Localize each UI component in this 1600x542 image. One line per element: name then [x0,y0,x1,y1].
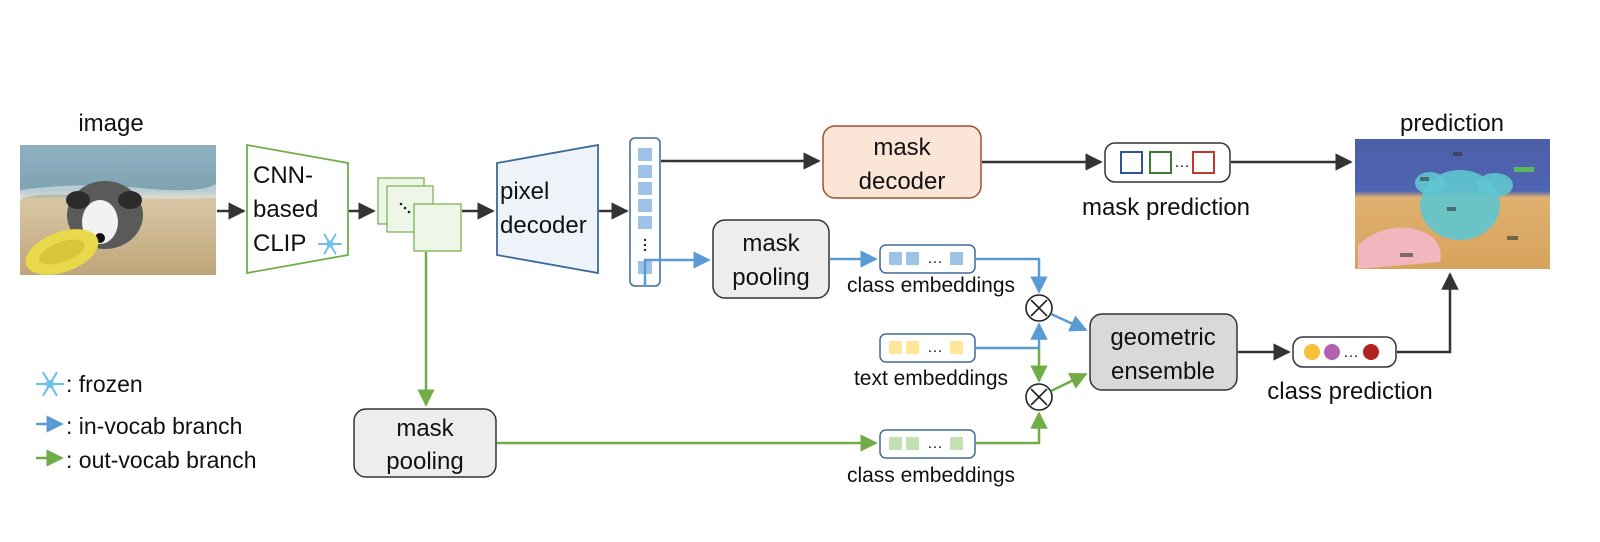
mask-decoder [822,125,982,199]
class-prediction-label: class prediction [1267,378,1432,405]
arrow-multiply-top-to-ensemble [1050,312,1088,332]
legend-frozen: : frozen [66,371,143,397]
class-prediction: … [1292,336,1397,368]
mask-pooling-bottom-label-2: pooling [386,448,463,475]
class-embeddings-bottom: … [879,429,976,459]
mask-prediction: … [1104,142,1231,183]
prediction-image [1355,139,1550,269]
mask-pooling-top-label-1: mask [742,230,800,257]
multiply-icon [1025,383,1053,411]
input-image [20,145,216,275]
arrow-class-prediction-to-output [1397,272,1459,354]
text-embeddings: … [879,333,976,363]
pixel-decoder [496,143,599,275]
clip-label-1: CNN- [253,162,313,189]
pixel-decoder-label-2: decoder [500,212,587,239]
clip-label-2: based [253,196,318,223]
image-title: image [78,110,143,137]
arrow-multiply-bottom-to-ensemble [1050,372,1088,393]
mask-decoder-label-1: mask [873,134,931,161]
mask-pooling-top [712,219,830,299]
class-embeddings-top: … [879,244,976,274]
text-embeddings-ellipsis: … [927,339,943,356]
mask-decoder-label-2: decoder [859,168,946,195]
legend: : frozen : in-vocab branch : out-vocab b… [35,371,257,473]
arrow-class-embeddings-bottom-to-multiply [976,411,1048,445]
geometric-ensemble [1089,313,1238,391]
mask-prediction-ellipsis: … [1174,154,1190,171]
geometric-ensemble-label-2: ensemble [1111,358,1215,385]
snowflake-icon [318,233,342,255]
prediction-title: prediction [1400,110,1504,137]
mask-embedding-column [629,137,661,287]
snowflake-icon [35,371,65,397]
class-embeddings-bottom-ellipsis: … [927,435,943,452]
multiscale-features [377,177,462,252]
clip-encoder [246,143,349,275]
mask-prediction-label: mask prediction [1082,194,1250,221]
pixel-decoder-label-1: pixel [500,178,549,205]
arrow-masks-to-mask-pooling [643,251,711,286]
geometric-ensemble-label-1: geometric [1110,324,1215,351]
class-embeddings-top-ellipsis: … [927,250,943,267]
clip-label-3: CLIP [253,230,306,257]
class-embeddings-bottom-label: class embeddings [847,464,1015,487]
text-embeddings-label: text embeddings [854,367,1008,390]
mask-pooling-bottom-label-1: mask [396,415,454,442]
legend-in-vocab: : in-vocab branch [66,413,242,439]
arrow-class-embeddings-to-multiply-top [976,257,1048,294]
mask-pooling-bottom [353,408,497,478]
mask-pooling-top-label-2: pooling [732,264,809,291]
multiply-icon [1025,294,1053,322]
class-prediction-ellipsis: … [1343,344,1359,361]
legend-out-vocab: : out-vocab branch [66,447,257,473]
class-embeddings-top-label: class embeddings [847,274,1015,297]
